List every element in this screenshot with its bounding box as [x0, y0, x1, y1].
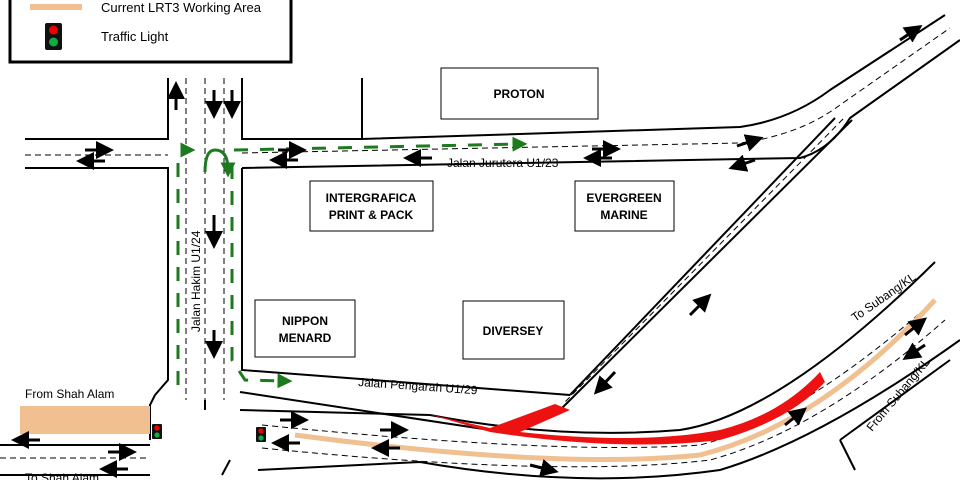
diversion-route [176, 136, 528, 389]
building-evergreen [574, 180, 675, 232]
road-label-pengarah: Jalan Pengarah U1/29 [358, 375, 478, 397]
road-label-hakim: Jalan Hakim U1/24 [189, 230, 203, 332]
building-label: MARINE [600, 208, 647, 222]
building-label: NIPPON [282, 314, 328, 328]
road-network [0, 14, 960, 480]
direction-from-shah-alam: From Shah Alam [25, 387, 114, 401]
working-area-shah-alam [20, 406, 150, 434]
building-nippon [254, 299, 356, 358]
direction-to-shah-alam: To Shah Alam [25, 471, 99, 480]
traffic-light-icon [256, 427, 266, 442]
building-label: PRINT & PACK [329, 208, 414, 222]
traffic-light-icon [45, 23, 62, 50]
building-label: PROTON [493, 87, 544, 101]
legend-traffic-light-label: Traffic Light [101, 29, 169, 44]
lrt3-working-area-line [294, 298, 937, 462]
legend [8, 0, 293, 64]
lane-arrows [11, 25, 928, 478]
legend-working-area-label: Current LRT3 Working Area [101, 0, 262, 15]
traffic-light-icon [152, 424, 162, 439]
building-label: MENARD [279, 331, 332, 345]
building-proton [440, 67, 599, 120]
building-intergrafica [309, 180, 434, 232]
building-label: DIVERSEY [483, 324, 544, 338]
building-diversey [462, 300, 565, 360]
direction-to-subang: To Subang/KL [849, 270, 919, 325]
road-closure-area [428, 372, 825, 445]
building-label: EVERGREEN [586, 191, 661, 205]
direction-from-subang: From Subang/KL [864, 355, 933, 434]
building-label: INTERGRAFICA [326, 191, 417, 205]
road-label-jurutera: Jalan Jurutera U1/23 [447, 156, 559, 170]
